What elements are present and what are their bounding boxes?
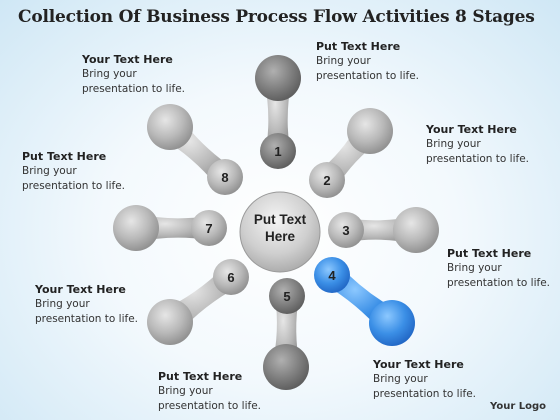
stage-6-node: 6 bbox=[147, 259, 249, 345]
stage-number: 2 bbox=[323, 173, 330, 188]
stage-3-node: 3 bbox=[328, 207, 439, 253]
stage-4-text: Your Text Here Bring your presentation t… bbox=[373, 358, 523, 402]
stage-7-text: Put Text Here Bring your presentation to… bbox=[22, 150, 172, 194]
stage-8-node: 8 bbox=[147, 104, 243, 195]
stage-inner-circle bbox=[191, 210, 227, 246]
stage-inner-circle bbox=[314, 257, 350, 293]
stage-5-text: Put Text Here Bring your presentation to… bbox=[158, 370, 308, 414]
stage-heading: Put Text Here bbox=[158, 370, 243, 383]
stage-heading: Your Text Here bbox=[373, 358, 464, 371]
stage-heading: Put Text Here bbox=[447, 247, 532, 260]
stage-body: Bring your presentation to life. bbox=[447, 262, 551, 289]
page-title: Collection Of Business Process Flow Acti… bbox=[18, 7, 535, 27]
stage-number: 3 bbox=[342, 223, 349, 238]
stage-number: 1 bbox=[274, 144, 281, 159]
stage-inner-circle bbox=[309, 162, 345, 198]
stage-body: Bring your presentation to life. bbox=[373, 373, 477, 400]
stage-1-text: Put Text Here Bring your presentation to… bbox=[316, 40, 466, 84]
stage-heading: Put Text Here bbox=[22, 150, 107, 163]
stage-8-text: Your Text Here Bring your presentation t… bbox=[82, 53, 232, 97]
stage-body: Bring your presentation to life. bbox=[82, 68, 186, 95]
stage-body: Bring your presentation to life. bbox=[158, 385, 262, 412]
stage-outer-circle bbox=[369, 300, 415, 346]
stage-outer-circle bbox=[347, 108, 393, 154]
stage-outer-circle bbox=[113, 205, 159, 251]
stage-body: Bring your presentation to life. bbox=[35, 298, 139, 325]
stage-heading: Your Text Here bbox=[35, 283, 126, 296]
stage-body: Bring your presentation to life. bbox=[426, 138, 530, 165]
stage-heading: Your Text Here bbox=[82, 53, 173, 66]
stage-inner-circle bbox=[328, 212, 364, 248]
stage-2-text: Your Text Here Bring your presentation t… bbox=[426, 123, 560, 167]
stage-body: Bring your presentation to life. bbox=[316, 55, 420, 82]
stage-inner-circle bbox=[260, 133, 296, 169]
stage-number: 8 bbox=[221, 170, 228, 185]
stage-number: 7 bbox=[205, 221, 212, 236]
stage-heading: Put Text Here bbox=[316, 40, 401, 53]
stage-inner-circle bbox=[269, 278, 305, 314]
stage-outer-circle bbox=[263, 344, 309, 390]
stage-number: 5 bbox=[283, 289, 290, 304]
stage-outer-circle bbox=[147, 299, 193, 345]
stage-outer-circle bbox=[147, 104, 193, 150]
stage-6-text: Your Text Here Bring your presentation t… bbox=[35, 283, 185, 327]
stage-2-node: 2 bbox=[309, 108, 393, 198]
stage-number: 6 bbox=[227, 270, 234, 285]
stage-4-node: 4 bbox=[314, 257, 415, 346]
stage-7-node: 7 bbox=[113, 205, 227, 251]
stage-heading: Your Text Here bbox=[426, 123, 517, 136]
stage-outer-circle bbox=[393, 207, 439, 253]
stage-body: Bring your presentation to life. bbox=[22, 165, 126, 192]
stage-3-text: Put Text Here Bring your presentation to… bbox=[447, 247, 560, 291]
stage-inner-circle bbox=[207, 159, 243, 195]
stage-number: 4 bbox=[328, 268, 336, 283]
stage-inner-circle bbox=[213, 259, 249, 295]
logo-text: Your Logo bbox=[490, 401, 546, 412]
stage-5-node: 5 bbox=[263, 278, 309, 390]
stage-outer-circle bbox=[255, 55, 301, 101]
stage-1-node: 1 bbox=[255, 55, 301, 169]
